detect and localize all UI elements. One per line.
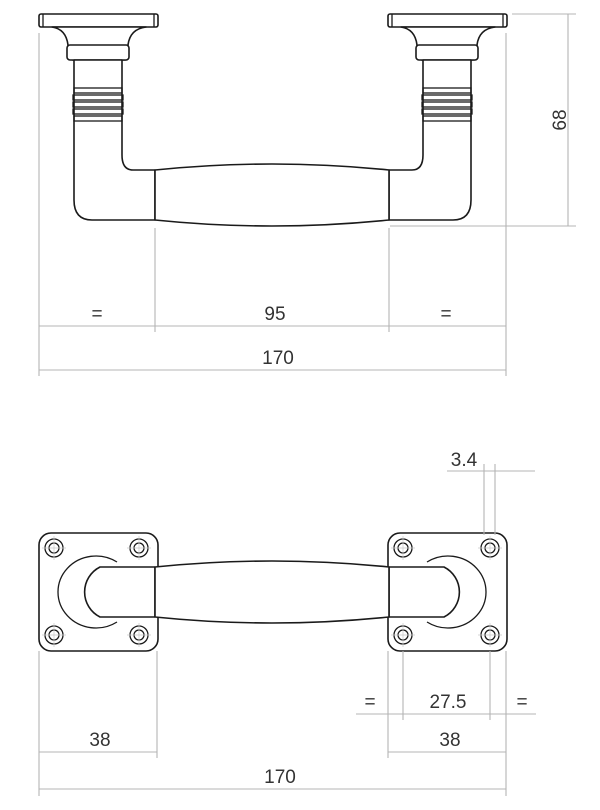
side-view: 68 = 95 = 170 [38, 13, 576, 376]
screw-hole-icon [391, 623, 415, 647]
screw-hole-icon [127, 623, 151, 647]
dim-plan-right-equal: = [516, 692, 527, 713]
dim-plan-left-equal: = [364, 692, 375, 713]
dim-hole-spacing-27-5: 27.5 [430, 692, 467, 713]
dim-overall-170-side: 170 [262, 348, 294, 369]
screw-hole-icon [127, 536, 151, 560]
screw-hole-icon [42, 623, 66, 647]
dim-height-68: 68 [550, 109, 571, 130]
side-dimension-lines [38, 13, 576, 376]
screw-hole-icon [391, 536, 415, 560]
grip-side [154, 163, 390, 227]
dim-grip-95: 95 [264, 304, 285, 325]
screw-hole-icon [478, 536, 502, 560]
dim-left-rose-38: 38 [89, 730, 110, 751]
plan-dimension-lines [38, 464, 536, 796]
right-post-side [387, 13, 508, 221]
plan-view: 3.4 = 27.5 = 38 38 170 [38, 450, 536, 796]
dim-overall-170-plan: 170 [264, 767, 296, 788]
screw-hole-icon [478, 623, 502, 647]
left-rose-plan [38, 532, 159, 652]
screw-hole-icon [42, 536, 66, 560]
left-post-side [38, 13, 159, 221]
dim-left-equal: = [91, 304, 102, 325]
dim-offset-3-4: 3.4 [451, 450, 478, 471]
grip-plan [154, 560, 390, 624]
dim-right-equal: = [440, 304, 451, 325]
right-rose-plan [387, 532, 508, 652]
dim-right-rose-38: 38 [439, 730, 460, 751]
